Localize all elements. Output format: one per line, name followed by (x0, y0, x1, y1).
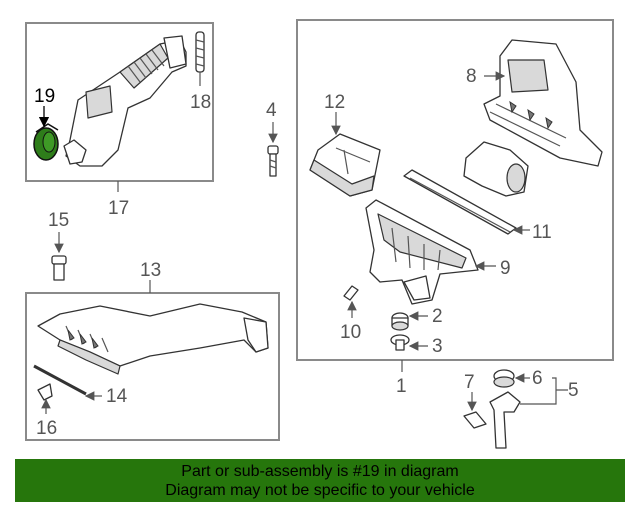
part-10-pin[interactable] (343, 285, 359, 301)
callout-9[interactable]: 9 (500, 258, 511, 279)
callout-18[interactable]: 18 (190, 92, 211, 113)
assembly-box-13 (25, 292, 280, 441)
part-12-element[interactable] (309, 133, 381, 197)
intake-duct-hose[interactable] (63, 35, 187, 167)
part-16-clip[interactable] (37, 383, 53, 401)
callout-13[interactable]: 13 (140, 260, 161, 281)
callout-10[interactable]: 10 (340, 322, 361, 343)
assembly-box-17 (25, 22, 214, 182)
part-14-strip[interactable] (33, 364, 87, 396)
part-18-fastener[interactable] (195, 31, 205, 73)
notice-line-1: Part or sub-assembly is #19 in diagram (181, 463, 459, 480)
callout-5[interactable]: 5 (568, 380, 579, 401)
callout-15[interactable]: 15 (48, 210, 69, 231)
callout-19[interactable]: 19 (34, 86, 55, 107)
leader-5 (520, 377, 568, 405)
part-13-lower-duct[interactable] (37, 303, 269, 375)
part-resonator[interactable] (463, 141, 529, 197)
callout-11[interactable]: 11 (532, 222, 552, 243)
callout-8[interactable]: 8 (466, 66, 477, 87)
callout-14[interactable]: 14 (106, 386, 128, 407)
part-3-bushing[interactable] (390, 334, 410, 351)
part-19-clamp[interactable] (33, 123, 59, 161)
part-2-grommet[interactable] (391, 312, 409, 331)
part-9-lower-housing[interactable] (365, 199, 479, 305)
callout-1[interactable]: 1 (396, 376, 407, 397)
callout-16[interactable]: 16 (36, 418, 57, 439)
notice-line-2: Diagram may not be specific to your vehi… (165, 482, 475, 499)
callout-3[interactable]: 3 (432, 336, 443, 357)
part-6-grommet[interactable] (493, 369, 515, 388)
part-4-bolt[interactable] (267, 145, 279, 177)
part-7-bolt[interactable] (463, 411, 487, 429)
callout-4[interactable]: 4 (266, 100, 277, 121)
callout-17[interactable]: 17 (108, 198, 129, 219)
callout-7[interactable]: 7 (464, 372, 475, 393)
part-5-bracket[interactable] (489, 391, 521, 449)
assembly-box-1 (296, 19, 614, 361)
part-15-bolt[interactable] (51, 255, 67, 281)
callout-2[interactable]: 2 (432, 306, 443, 327)
callout-12[interactable]: 12 (324, 92, 345, 113)
callout-6[interactable]: 6 (532, 368, 543, 389)
part-8-upper-cover[interactable] (483, 39, 603, 167)
notice-banner: Part or sub-assembly is #19 in diagram D… (15, 459, 625, 502)
